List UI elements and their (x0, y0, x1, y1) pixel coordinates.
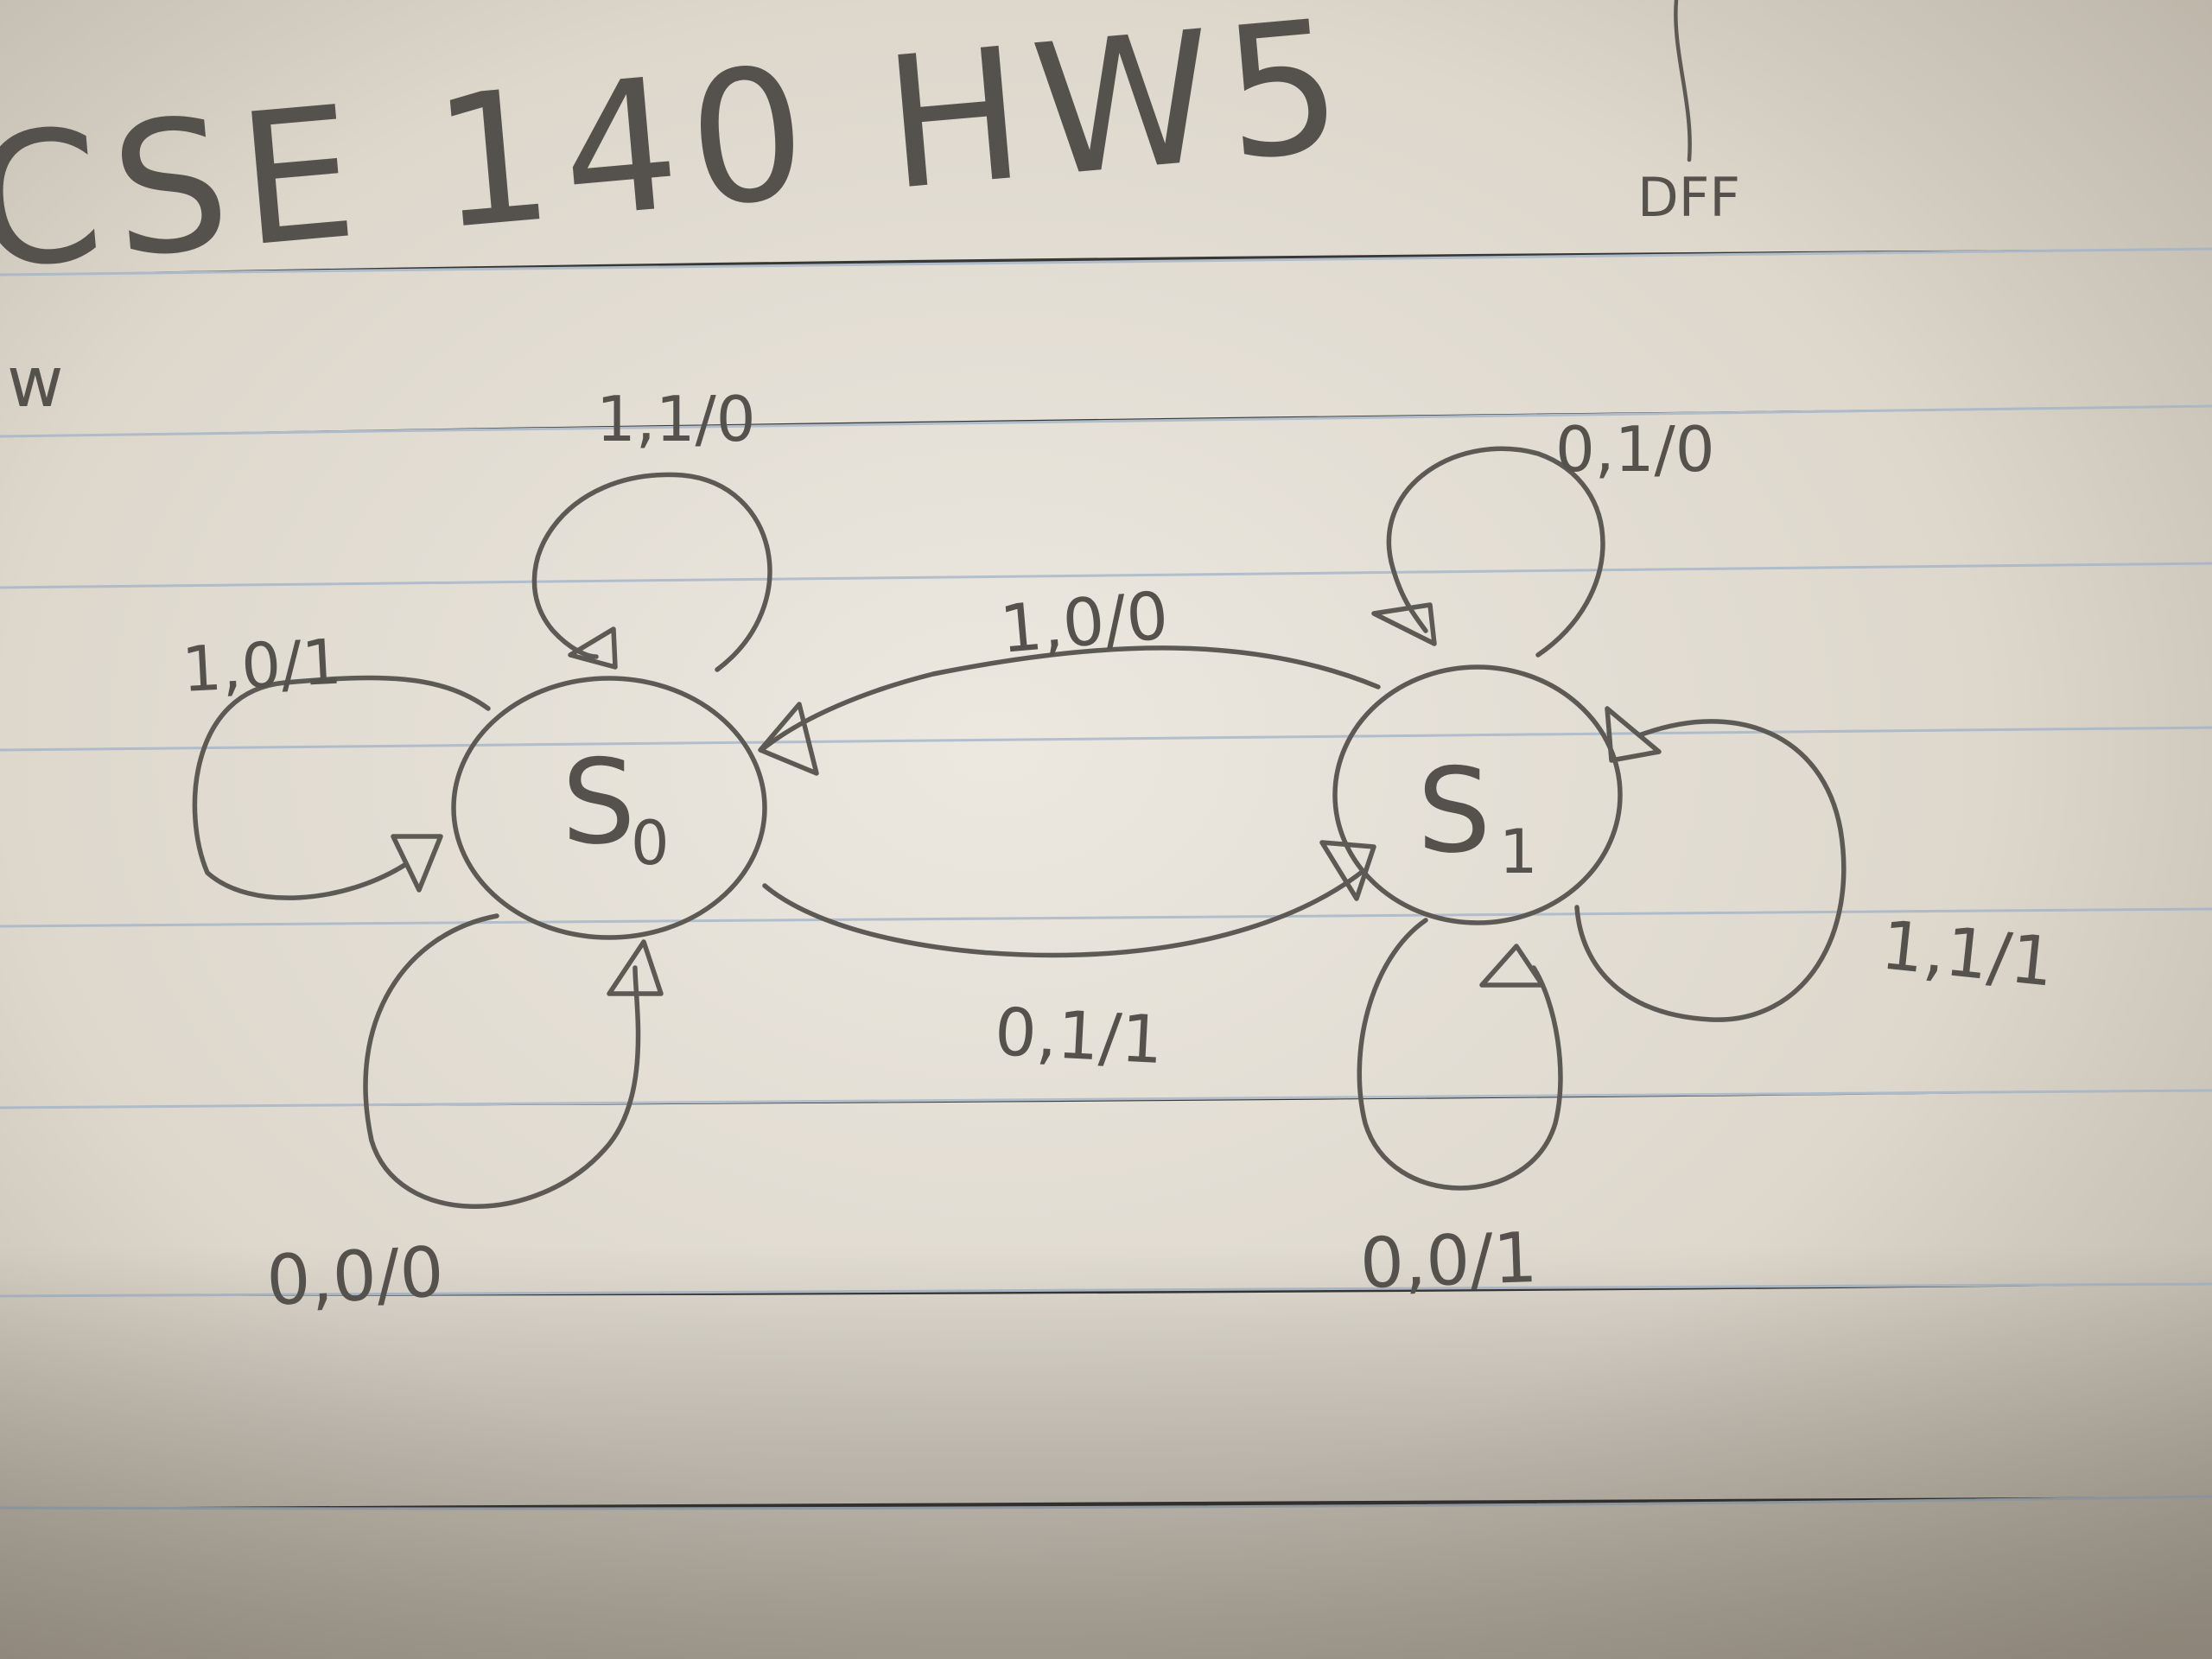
transition-s0-self-top: 1,1/0 (531, 383, 772, 672)
transition-arc (762, 645, 1381, 750)
margin-scribble: w (7, 342, 63, 423)
corner-scribble: DFF (1637, 166, 1740, 229)
state-s0: S 0 (451, 676, 767, 940)
transition-s0-self-left: 1,0/1 (180, 625, 491, 900)
arrowhead (391, 834, 443, 893)
transition-s1-self-bottom: 0,0/1 (1357, 918, 1563, 1304)
self-loop-arc (192, 675, 491, 900)
state-s0-circle (451, 676, 767, 940)
state-s1: S 1 (1332, 664, 1623, 925)
state-s0-subscript: 0 (631, 808, 670, 879)
self-loop-arc (1386, 446, 1605, 658)
transition-label: 1,0/0 (997, 576, 1172, 668)
arrowhead (1371, 602, 1437, 646)
arrowhead (1319, 840, 1376, 901)
transition-arc (762, 870, 1363, 958)
self-loop-arc (363, 913, 641, 1209)
state-s1-label: S (1417, 743, 1491, 879)
transition-label: 1,1/1 (1878, 906, 2057, 1001)
transition-s0-self-bottom: 0,0/0 (264, 913, 664, 1321)
transition-label: 0,1/1 (993, 993, 1165, 1078)
transition-s1-to-s0: 1,0/0 (758, 576, 1381, 776)
arrowhead (1605, 706, 1662, 763)
transition-label: 1,0/1 (180, 625, 343, 706)
arrowhead (568, 626, 618, 670)
transition-label: 0,0/1 (1358, 1217, 1538, 1304)
arrowhead (758, 702, 819, 776)
arrowhead (1479, 944, 1545, 988)
transition-s1-self-right: 1,1/1 (1574, 706, 2057, 1022)
self-loop-arc (531, 472, 772, 672)
state-s1-circle (1332, 664, 1623, 925)
transition-label: 0,1/0 (1555, 413, 1715, 486)
arrowhead (607, 939, 664, 996)
transition-s0-to-s1: 0,1/1 (762, 840, 1376, 1078)
transition-s1-self-top: 0,1/0 (1371, 413, 1715, 658)
state-s0-label: S (562, 734, 636, 870)
transition-label: 1,1/0 (596, 383, 756, 455)
self-loop-arc (1357, 918, 1563, 1191)
transition-label: 0,0/0 (264, 1231, 446, 1321)
state-s1-subscript: 1 (1499, 817, 1538, 887)
self-loop-arc (1574, 719, 1847, 1022)
